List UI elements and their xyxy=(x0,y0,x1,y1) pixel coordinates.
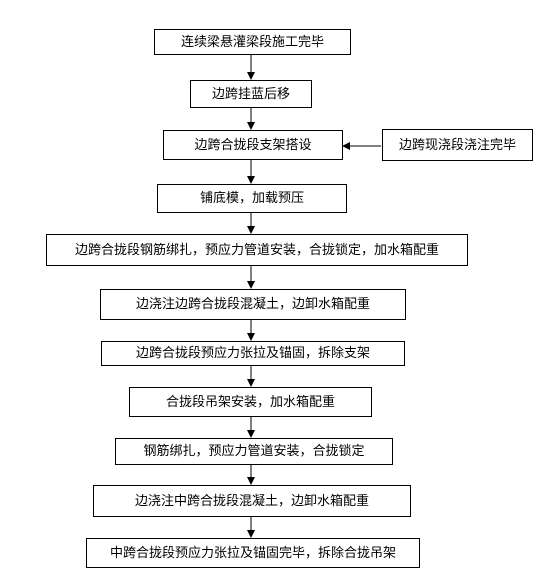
flow-step: 边浇注边跨合拢段混凝土，边卸水箱配重 xyxy=(100,289,406,320)
flow-step: 合拢段吊架安装，加水箱配重 xyxy=(129,387,372,417)
flow-step: 边浇注中跨合拢段混凝土，边卸水箱配重 xyxy=(93,485,411,517)
flow-step: 边跨合拢段预应力张拉及锚固，拆除支架 xyxy=(101,341,405,366)
flow-step: 钢筋绑扎，预应力管道安装，合拢锁定 xyxy=(115,438,393,465)
flow-step: 连续梁悬灌梁段施工完毕 xyxy=(154,29,351,55)
flow-step: 边跨挂蓝后移 xyxy=(190,80,312,108)
flow-step: 边跨合拢段支架搭设 xyxy=(163,130,343,160)
flow-step: 中跨合拢段预应力张拉及锚固完毕，拆除合拢吊架 xyxy=(86,538,420,568)
flow-step: 边跨合拢段钢筋绑扎，预应力管道安装，合拢锁定，加水箱配重 xyxy=(46,234,468,266)
flow-side-step: 边跨现浇段浇注完毕 xyxy=(382,129,533,161)
flow-step: 铺底模，加载预压 xyxy=(157,184,347,213)
